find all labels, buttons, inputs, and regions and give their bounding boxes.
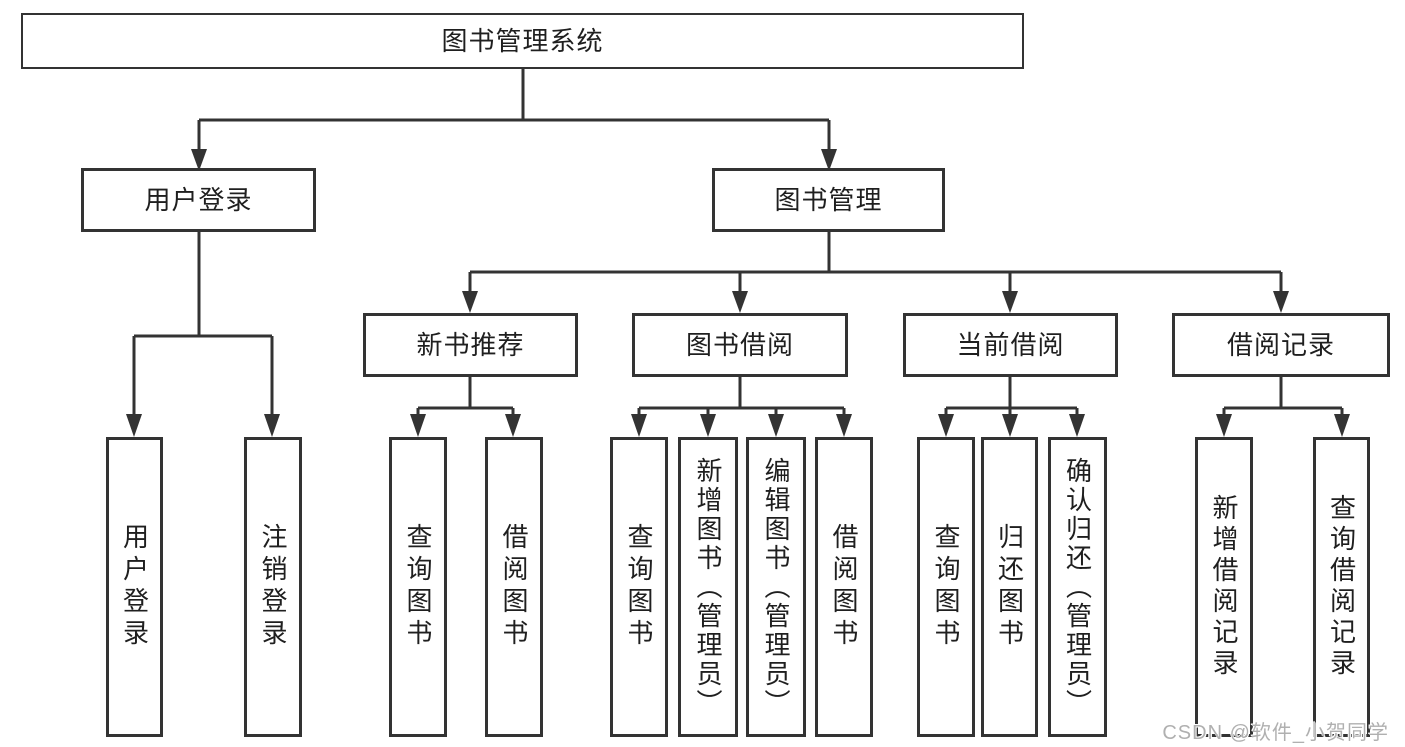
node-label: 图书借阅 [685,330,794,360]
node-label: 借阅记录 [1226,330,1335,360]
node-library-system: 图书管理系统 [21,13,1024,69]
node-label: 新增借阅记录 [1209,494,1239,680]
node-label: 用户登录 [144,185,253,215]
node-label: 用户登录 [119,523,150,651]
node-current-borrow: 当前借阅 [903,313,1118,377]
node-label: 查询图书 [931,523,961,651]
node-label: 注销登录 [258,523,288,651]
node-label: 查询图书 [624,523,654,651]
arrowhead-icons [126,149,1350,437]
node-book-management: 图书管理 [712,168,945,232]
node-label: 确认归还（管理员） [1062,456,1093,718]
leaf-query-books-3: 查询图书 [917,437,975,737]
node-new-book-recommend: 新书推荐 [363,313,578,377]
leaf-borrow-books-1: 借阅图书 [485,437,543,737]
leaf-return-books: 归还图书 [981,437,1038,737]
leaf-user-login: 用户登录 [106,437,163,737]
node-label: 图书管理 [774,185,883,215]
leaf-query-books-1: 查询图书 [389,437,447,737]
node-book-borrow: 图书借阅 [632,313,848,377]
leaf-add-books-admin: 新增图书（管理员） [678,437,738,737]
leaf-query-books-2: 查询图书 [610,437,668,737]
csdn-watermark: CSDN @软件_小贺同学 [1162,722,1389,744]
leaf-confirm-return-admin: 确认归还（管理员） [1048,437,1107,737]
node-label: 新书推荐 [416,330,525,360]
leaf-logout: 注销登录 [244,437,302,737]
node-user-login: 用户登录 [81,168,316,232]
node-label: 借阅图书 [829,523,859,651]
leaf-query-borrow-record: 查询借阅记录 [1313,437,1370,737]
leaf-borrow-books-2: 借阅图书 [815,437,873,737]
node-label: 图书管理系统 [441,26,604,56]
node-label: 当前借阅 [956,330,1065,360]
node-label: 归还图书 [994,523,1025,651]
node-label: 借阅图书 [499,523,529,651]
node-label: 查询图书 [403,523,433,651]
node-label: 编辑图书（管理员） [761,456,791,718]
node-label: 查询借阅记录 [1326,494,1357,680]
node-label: 新增图书（管理员） [693,456,723,718]
node-borrow-records: 借阅记录 [1172,313,1390,377]
leaf-edit-books-admin: 编辑图书（管理员） [746,437,806,737]
leaf-add-borrow-record: 新增借阅记录 [1195,437,1253,737]
